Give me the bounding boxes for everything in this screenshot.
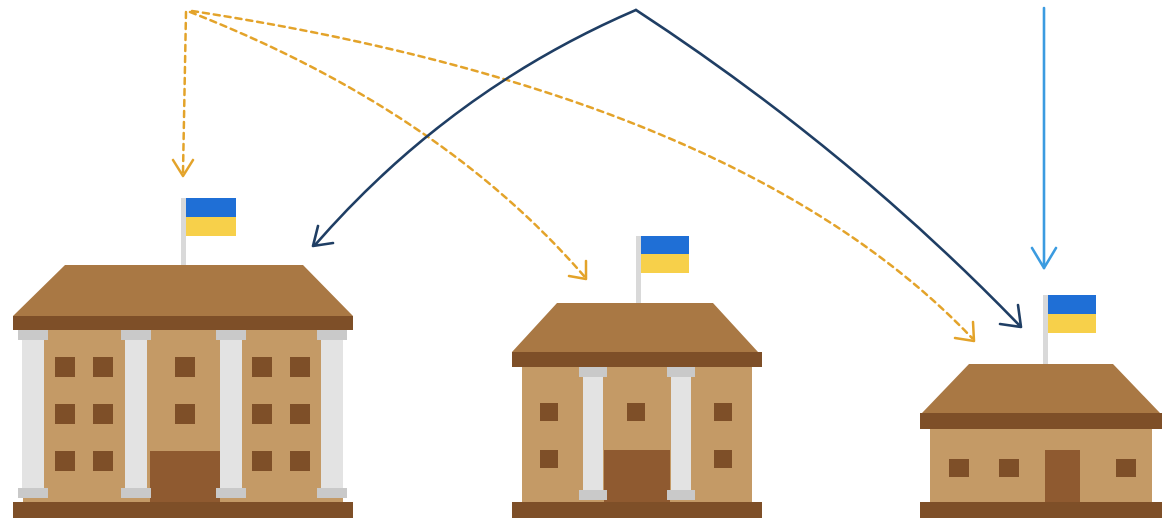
roof (512, 303, 758, 352)
building-medium (512, 236, 762, 518)
roof-band (13, 316, 353, 330)
flagpole (181, 198, 186, 268)
flagpole (1043, 295, 1048, 365)
navy-arrows (313, 10, 1021, 327)
blue-arrow (1032, 8, 1056, 268)
ukraine-flag-icon (186, 198, 236, 236)
door (150, 451, 220, 502)
foundation (920, 502, 1162, 518)
door (1045, 450, 1080, 502)
roof-band (920, 413, 1162, 429)
roof (922, 364, 1160, 413)
door (604, 450, 670, 502)
ukraine-flag-icon (1048, 295, 1096, 333)
building-small (920, 295, 1162, 518)
navy-arrow-to-large (315, 10, 636, 245)
foundation (512, 502, 762, 518)
foundation (13, 502, 353, 518)
dashed-arrow-to-medium (190, 12, 584, 276)
flagpole (636, 236, 641, 306)
roof (13, 265, 353, 316)
building-large (13, 198, 353, 518)
ukraine-flag-icon (641, 236, 689, 273)
dashed-arrow-to-large (183, 12, 186, 172)
roof-band (512, 352, 762, 367)
navy-arrow-to-small (636, 10, 1020, 326)
